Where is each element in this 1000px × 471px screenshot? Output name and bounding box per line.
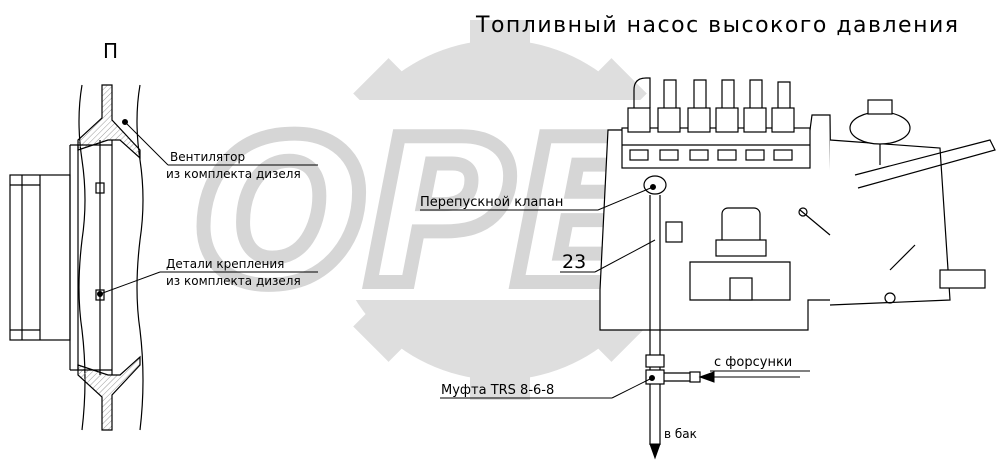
fan-callout	[122, 119, 318, 166]
coupling-label: Муфта TRS 8-6-8	[441, 383, 554, 398]
to-tank-label: в бак	[664, 427, 697, 441]
valve-4	[715, 107, 739, 133]
fan-callout-line1: Вентилятор	[170, 150, 245, 164]
valve-5	[743, 107, 767, 133]
pipe-nut	[645, 354, 665, 368]
lever-1	[799, 209, 831, 236]
lever-pivot-1	[798, 207, 808, 217]
line-3	[693, 79, 707, 108]
mount-callout-leader	[99, 271, 161, 295]
coupling-leader	[611, 377, 653, 399]
clamp-5	[745, 149, 765, 161]
elbow-fitting	[665, 221, 683, 243]
item-number-label: 23	[562, 251, 586, 273]
regulator-cap	[867, 99, 893, 115]
lever-pivot-2	[884, 292, 896, 304]
valve-1	[627, 107, 651, 133]
view-label: П	[103, 39, 118, 63]
item-leader	[594, 239, 656, 273]
priming-pump-base	[715, 239, 767, 257]
fan-flange-section	[9, 84, 144, 431]
pump-head	[621, 127, 811, 169]
valve-3	[687, 107, 711, 133]
valve-2	[657, 107, 681, 133]
delivery-valves	[627, 107, 795, 161]
bypass-leader	[597, 186, 654, 211]
regulator-dome	[849, 111, 911, 145]
clamp-4	[717, 149, 737, 161]
clamp-6	[773, 149, 793, 161]
injector-arrow-head	[698, 371, 715, 383]
from-injectors-label: с форсунки	[714, 355, 792, 370]
clamp-3	[689, 149, 709, 161]
diagram-title: Топливный насос высокого давления	[475, 13, 959, 38]
right-callouts	[420, 184, 810, 460]
fan-callout-line2: из комплекта дизеля	[166, 167, 301, 181]
lower-hatch-section	[77, 355, 141, 431]
flange-break-right	[136, 84, 144, 431]
coupling-body	[645, 369, 665, 385]
line-2	[663, 79, 677, 108]
feed-pump-nut	[729, 277, 753, 301]
fan-bolt	[95, 182, 105, 194]
mount-callout-line1: Детали крепления	[166, 257, 284, 271]
mount-callout-line2: из комплекта дизеля	[166, 274, 301, 288]
tank-arrow-head	[649, 443, 661, 460]
upper-hatch-section	[77, 84, 141, 160]
governor-housing	[829, 139, 951, 306]
injection-lines	[633, 77, 791, 108]
line-4	[721, 79, 735, 108]
clamp-2	[659, 149, 679, 161]
mount-bolt	[95, 289, 105, 301]
mount-callout	[97, 271, 318, 297]
valve-6	[771, 107, 795, 133]
governor-pipe	[854, 139, 996, 189]
line-5	[749, 79, 763, 108]
bypass-valve-label: Перепускной клапан	[420, 195, 563, 210]
lever-2	[889, 244, 916, 271]
line-6	[777, 81, 791, 108]
line-1	[633, 77, 651, 108]
governor-shaft	[939, 269, 986, 289]
injector-tube-end	[689, 371, 701, 383]
fuel-pump-drawing	[599, 77, 996, 445]
fan-callout-leader	[124, 121, 169, 166]
clamp-1	[629, 149, 649, 161]
